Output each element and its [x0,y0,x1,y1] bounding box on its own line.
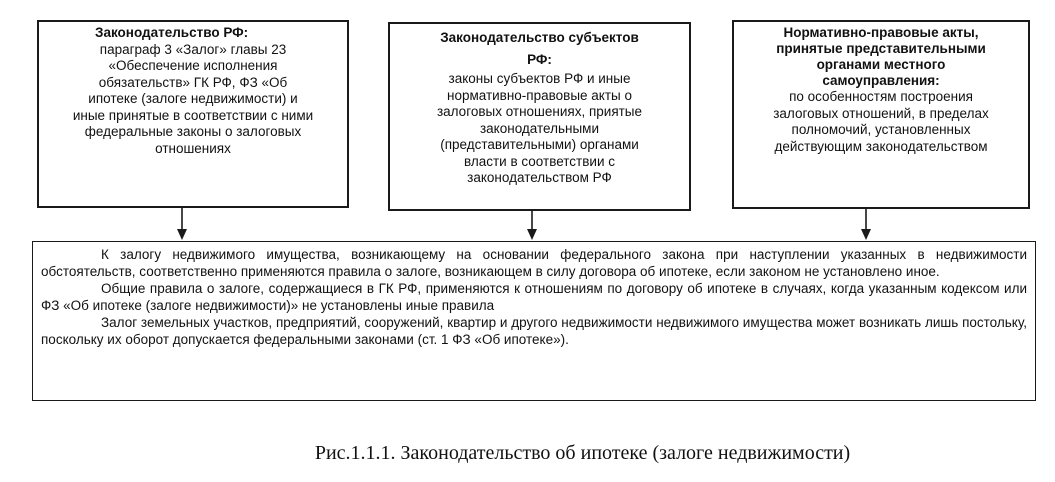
arrow-municipal-to-result [861,209,871,240]
municipal-acts-title: Нормативно-правовые акты, принятые предс… [776,25,986,88]
federal-law-body: параграф 3 «Залог» главы 23 «Обеспечение… [72,41,314,156]
subjects-law-box: Законодательство субъектов РФ: законы су… [388,22,691,211]
subjects-law-body: законы субъектов РФ и иные нормативно-пр… [436,71,643,185]
municipal-acts-body: по особенностям построения залоговых отн… [773,89,989,154]
arrow-subjects-to-result [527,211,537,240]
mortgage-rules-box: К залогу недвижимого имущества, возникаю… [32,241,1036,401]
municipal-acts-box: Нормативно-правовые акты, принятые предс… [732,20,1030,209]
rules-paragraph-3: Залог земельных участков, предприятий, с… [41,315,1027,347]
rules-paragraph-1: К залогу недвижимого имущества, возникаю… [41,247,1027,279]
subjects-law-title: Законодательство субъектов РФ: [440,30,639,67]
federal-law-box: Законодательство РФ: параграф 3 «Залог» … [37,20,349,208]
rules-paragraph-2: Общие правила о залоге, содержащиеся в Г… [41,281,1027,313]
figure-caption: Рис.1.1.1. Законодательство об ипотеке (… [314,442,851,464]
federal-law-title: Законодательство РФ: [95,25,249,40]
arrow-federal-to-result [177,208,187,240]
